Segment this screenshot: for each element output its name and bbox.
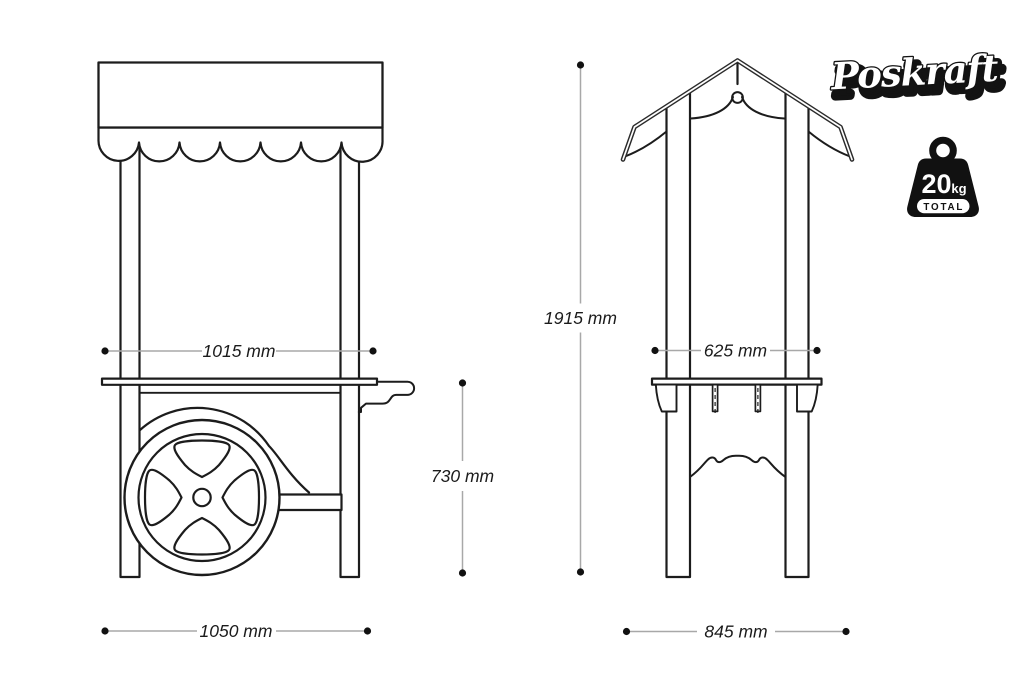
dim-label-counter-height: 730 mm [431,466,494,486]
front-view [97,61,416,579]
roof-pendant [689,61,786,120]
dim-base-depth: 845 mm [622,622,850,642]
front-counter-top [100,377,379,386]
side-post-right [784,90,810,579]
dim-label-top-depth: 625 mm [704,341,767,361]
front-post-right [339,140,361,579]
shelf-pegs [711,383,762,414]
side-post-left [665,89,692,579]
dim-label-total-height: 1915 mm [544,308,617,328]
wheel-fender [138,406,311,494]
dim-base-width-front: 1050 mm [101,621,372,641]
canopy-scallop-valance [97,126,384,163]
eave-bracket-right [807,130,851,158]
canopy-box [97,61,384,129]
brand-logo: Poskraft Poskraft [828,44,1009,109]
dim-label-counter-width: 1015 mm [203,341,276,361]
weight-icon: 20 kg TOTAL [907,136,979,217]
dim-total-height: 1915 mm [544,61,617,576]
weight-value: 20 [921,169,951,199]
weight-unit: kg [951,181,966,196]
front-wheel [123,418,281,577]
wheel-cutout [173,439,231,479]
wheel-hub [192,487,212,508]
shelf-bracket-left [654,383,678,413]
counter-handle [357,380,416,413]
dim-top-depth: 625 mm [651,341,821,361]
eave-bracket-left [624,130,668,158]
shelf-bracket-right [796,383,819,413]
side-view [620,58,855,579]
weight-handle-ring [929,136,957,165]
side-roof-highlight [622,59,853,161]
dim-counter-height: 730 mm [431,379,494,577]
brand-logo-text: Poskraft [829,46,999,99]
weight-total-badge [917,199,970,214]
weight-total-label: TOTAL [923,202,964,213]
side-shelf-top [650,377,823,386]
dim-label-base-width: 1050 mm [200,621,273,641]
side-apron-curve [689,454,787,478]
dim-counter-width: 1015 mm [101,341,377,361]
dim-label-base-depth: 845 mm [704,622,767,642]
